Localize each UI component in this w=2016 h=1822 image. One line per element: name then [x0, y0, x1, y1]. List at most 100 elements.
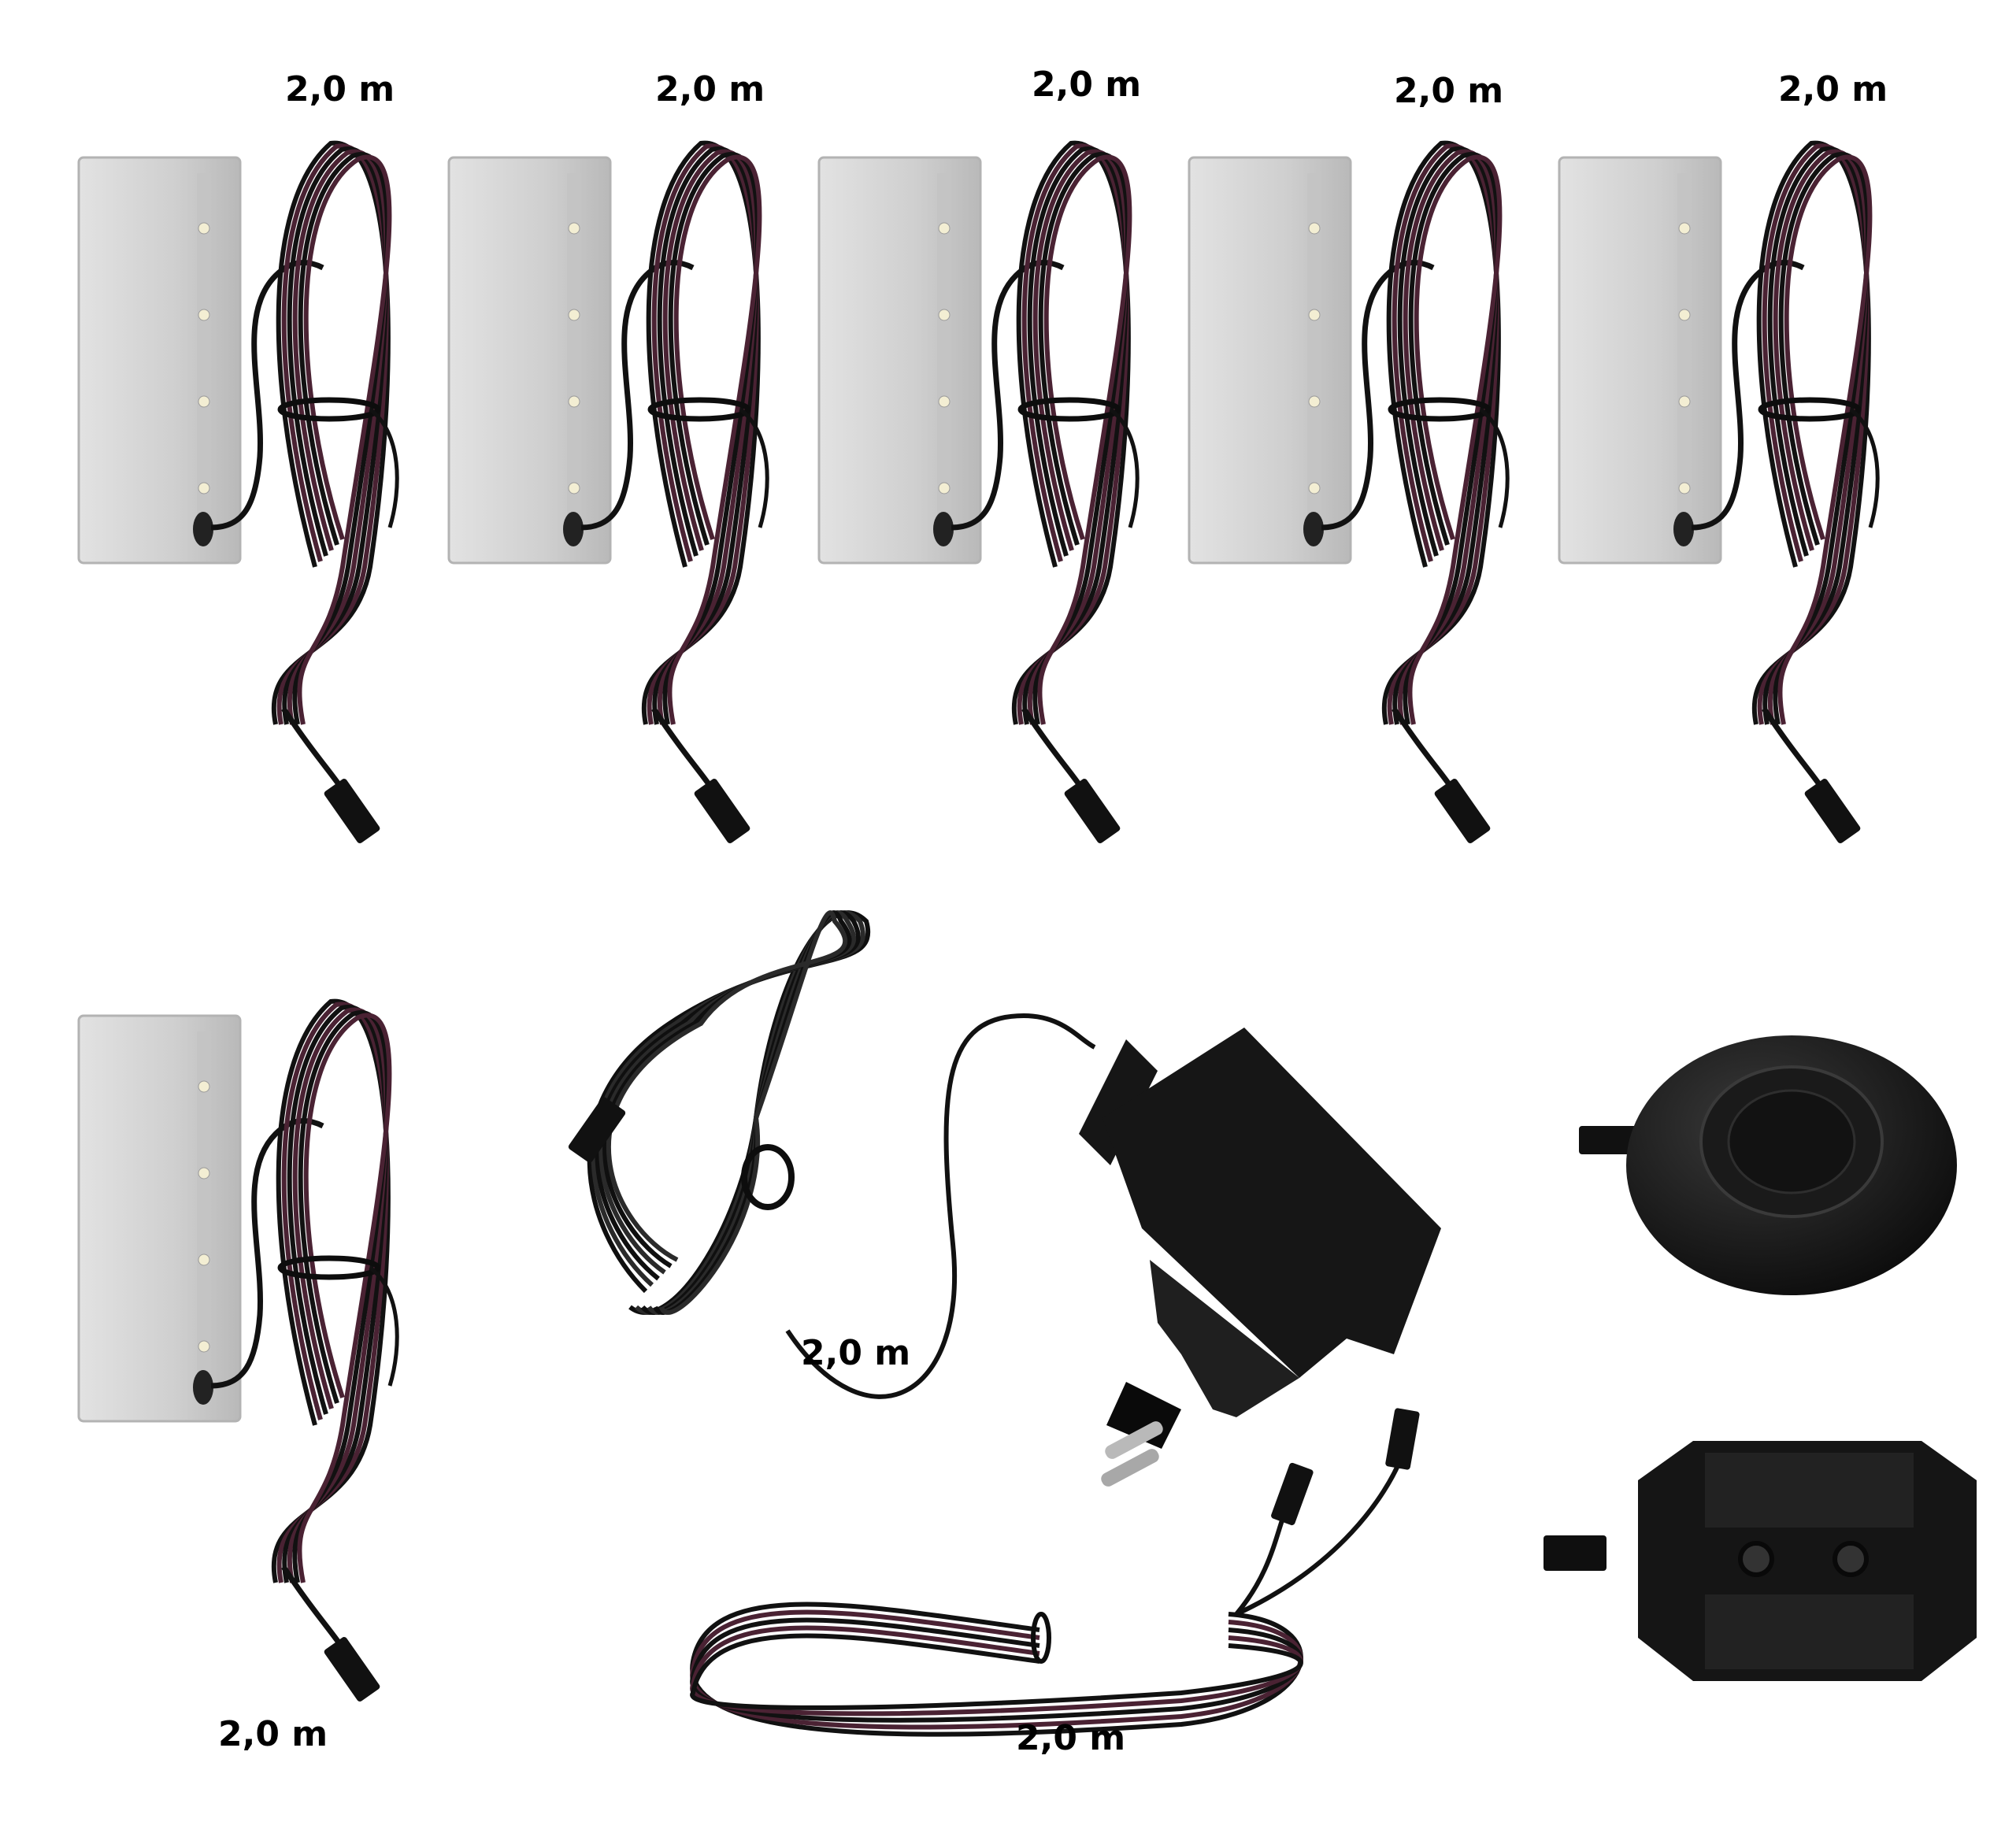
plug-connector [324, 1637, 380, 1702]
led-lamp-4 [1188, 140, 1510, 843]
led-panel [817, 156, 982, 565]
extension-branch-2 [1235, 1455, 1404, 1616]
led-dot-4 [198, 1340, 210, 1353]
cable-gland [933, 512, 954, 546]
adapter-output-cable [785, 1013, 1096, 1399]
led-strip [937, 173, 951, 543]
led-dot-4 [1678, 482, 1691, 494]
led-lamp-2 [447, 140, 769, 843]
led-strip [197, 173, 211, 543]
cable-length-label-adapter: 2,0 m [801, 1333, 911, 1373]
connector-lead [1021, 707, 1089, 797]
cable-loop-6 [1037, 154, 1132, 725]
led-panel [1558, 156, 1722, 565]
led-dot-3 [198, 395, 210, 408]
led-dot-4 [1308, 482, 1321, 494]
plug-connector [324, 779, 380, 843]
tie-tail [1479, 408, 1510, 528]
led-strip [197, 1031, 211, 1402]
led-panel [1188, 156, 1352, 565]
cable-loop-6 [1777, 154, 1873, 725]
distributor-input-port [1544, 1535, 1606, 1571]
led-dot-2 [198, 1167, 210, 1179]
switch-button [1727, 1089, 1856, 1194]
plug-pin-2 [1101, 1449, 1159, 1487]
cable-gland [193, 1370, 213, 1405]
lead-wire [951, 259, 1065, 531]
lead-wire [1321, 259, 1435, 531]
connector-lead [651, 707, 719, 797]
led-panel [77, 1014, 242, 1423]
led-strip [567, 173, 581, 543]
cable-tie [277, 1255, 381, 1280]
cable-gland [1673, 512, 1694, 546]
led-dot-3 [938, 395, 951, 408]
led-dot-3 [568, 395, 580, 408]
connector-lead [1392, 707, 1459, 797]
led-dot-1 [1678, 222, 1691, 235]
connector-lead [1762, 707, 1829, 797]
led-panel [447, 156, 612, 565]
mounting-hole-2 [1833, 1541, 1869, 1577]
led-strip [1307, 173, 1321, 543]
cable-tie [277, 397, 381, 422]
led-lamp-6 [77, 998, 399, 1702]
distributor-box [1544, 1441, 1977, 1681]
cable-loop-4 [1027, 149, 1129, 725]
lead-wire [580, 259, 695, 531]
led-dot-2 [568, 309, 580, 321]
distributor-pad-bottom [1705, 1594, 1914, 1669]
cable-gland [563, 512, 584, 546]
plug-connector [1064, 779, 1121, 843]
cable-length-label-splitter: 2,0 m [1016, 1718, 1126, 1758]
cable-loop-4 [1397, 149, 1499, 725]
led-panel [77, 156, 242, 565]
cable-tie [1017, 397, 1121, 422]
extension-connector-1 [1271, 1462, 1314, 1526]
extension-cable [690, 1408, 1420, 1737]
plug-connector [1434, 779, 1491, 843]
plug-collar [1106, 1382, 1181, 1449]
cable-loop-4 [1767, 149, 1870, 725]
cable-tie [647, 397, 751, 422]
led-dot-1 [1308, 222, 1321, 235]
cable-gland [193, 512, 213, 546]
tie-tail [1849, 408, 1880, 528]
led-dot-3 [198, 1254, 210, 1266]
lead-wire [1691, 259, 1805, 531]
led-dot-1 [198, 1080, 210, 1093]
plug-base [1150, 1260, 1299, 1417]
tie-tail [1109, 408, 1140, 528]
led-lamp-5 [1558, 140, 1880, 843]
cable-length-label-lamp-4: 2,0 m [1394, 71, 1504, 111]
strain-relief [1079, 1039, 1158, 1165]
plug-connector [1804, 779, 1861, 843]
cable-loop-6 [1407, 154, 1503, 725]
mounting-hole-1 [1738, 1541, 1774, 1577]
tie-tail [369, 408, 399, 528]
extension-cable-loop-5 [690, 1633, 1303, 1710]
connector-lead [281, 1565, 349, 1655]
adapter-cable-tie [741, 1144, 795, 1210]
led-dot-2 [198, 309, 210, 321]
cable-loop-4 [287, 1007, 389, 1583]
led-lamp-1 [77, 140, 399, 843]
cable-length-label-lamp-3: 2,0 m [1032, 65, 1142, 105]
led-dot-4 [198, 482, 210, 494]
cable-loop-6 [667, 154, 762, 725]
cable-length-label-lamp-1: 2,0 m [285, 69, 395, 109]
lead-wire [210, 259, 324, 531]
led-dot-3 [1308, 395, 1321, 408]
led-dot-2 [1308, 309, 1321, 321]
led-dot-1 [198, 222, 210, 235]
cable-length-label-lamp-2: 2,0 m [655, 69, 765, 109]
tie-tail [739, 408, 769, 528]
led-dot-2 [1678, 309, 1691, 321]
cable-loop-6 [297, 1013, 392, 1583]
led-strip [1677, 173, 1692, 543]
led-dot-1 [938, 222, 951, 235]
connector-lead [281, 707, 349, 797]
tie-tail [369, 1266, 399, 1387]
